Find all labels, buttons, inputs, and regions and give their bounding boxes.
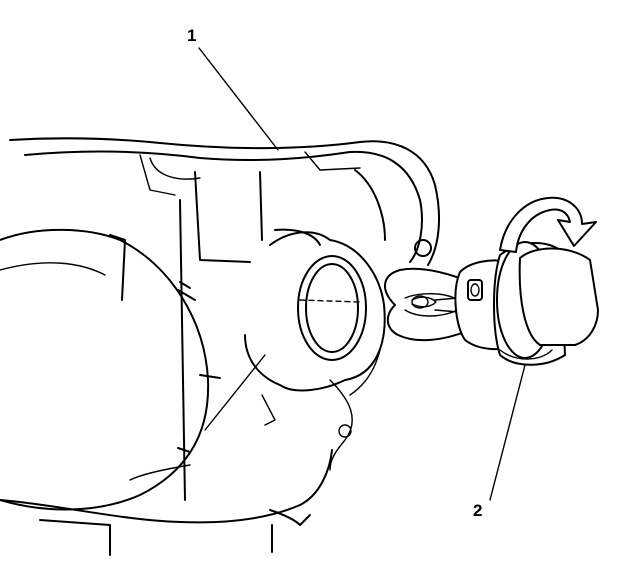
- reflector-lobe: [0, 228, 266, 511]
- callout-label-2: 2: [473, 501, 483, 520]
- rotate-arrow: [499, 196, 597, 253]
- bulb-socket: [384, 241, 599, 366]
- callout-label-1: 1: [187, 26, 197, 45]
- leader-line-2: [489, 364, 526, 501]
- headlamp-housing: [0, 137, 441, 556]
- socket-flange: [244, 228, 432, 438]
- leader-line-1: [198, 47, 279, 151]
